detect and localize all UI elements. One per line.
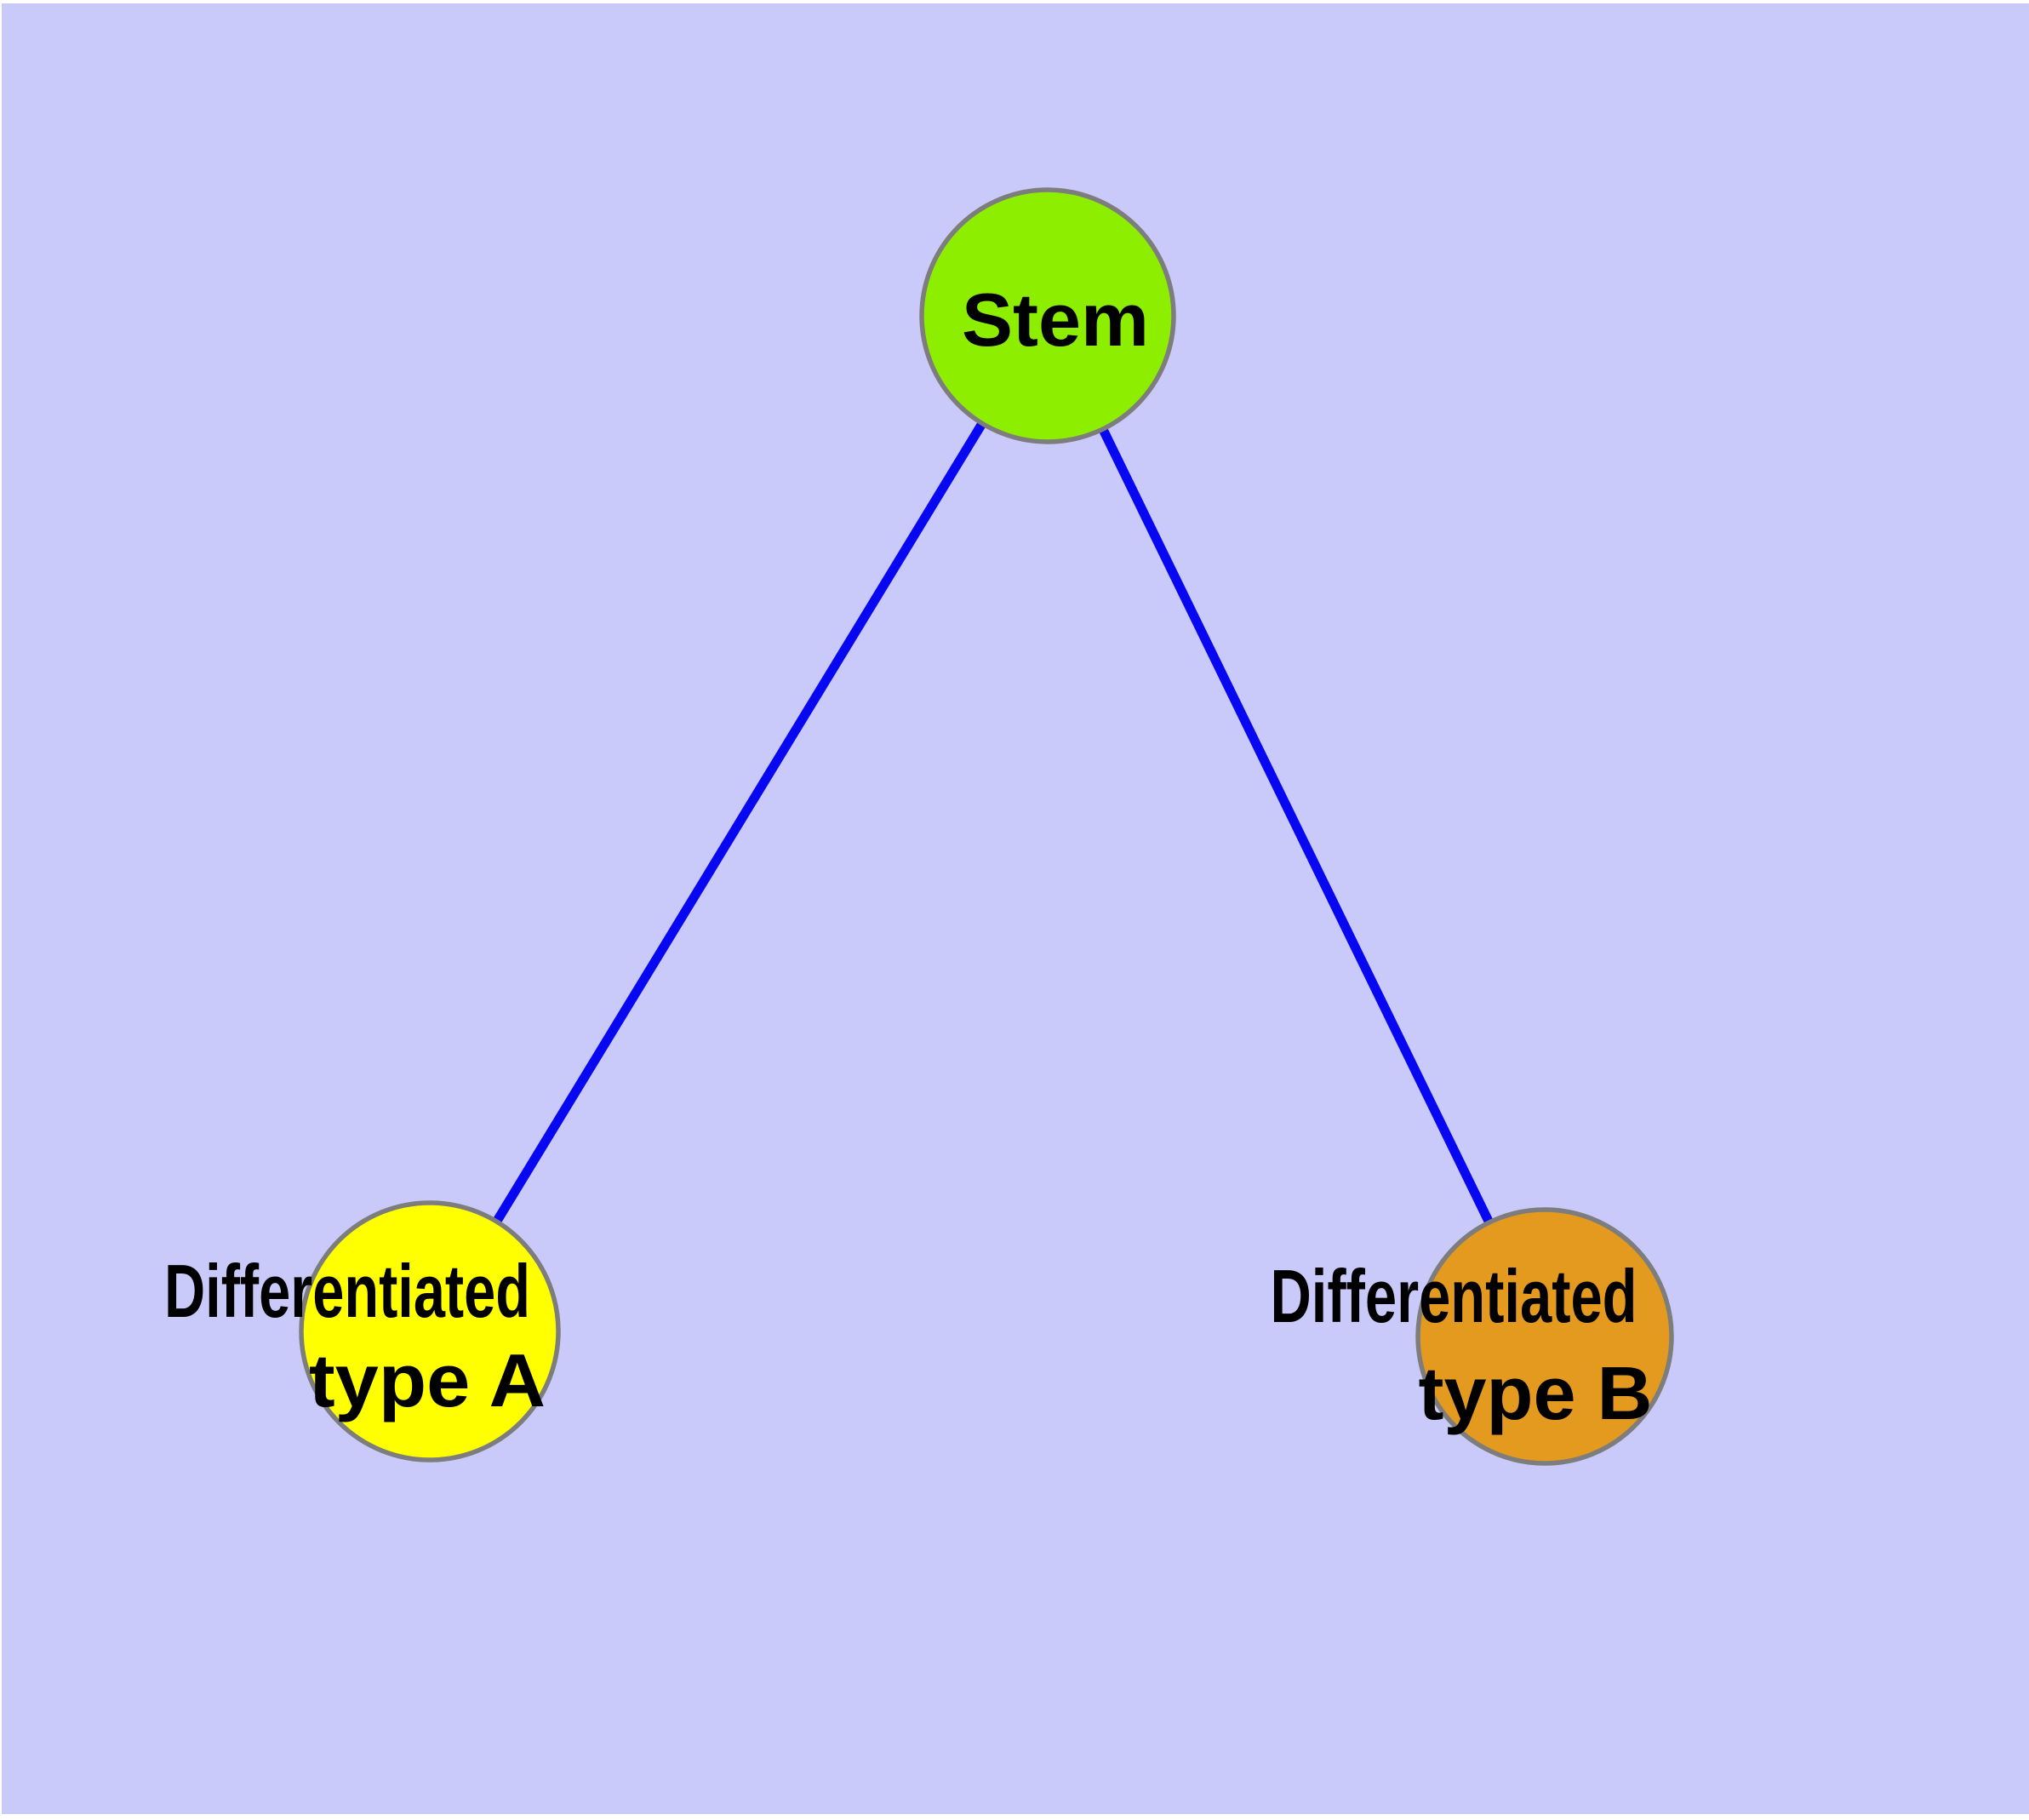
node-differentiated-type-a: [299, 1200, 561, 1462]
node-label-type-a-line1: Differentiated: [164, 1249, 530, 1333]
node-differentiated-type-b: [1415, 1207, 1674, 1466]
node-label-type-a-line2: type A: [309, 1338, 546, 1422]
edge-stem-to-type-b: [1043, 313, 1549, 1339]
node-label-type-b-line2: type B: [1419, 1351, 1653, 1435]
node-label-stem: Stem: [962, 278, 1149, 362]
edge-stem-to-type-a: [426, 313, 1052, 1334]
node-stem: [919, 187, 1176, 444]
node-label-type-b-line1: Differentiated: [1271, 1254, 1637, 1338]
